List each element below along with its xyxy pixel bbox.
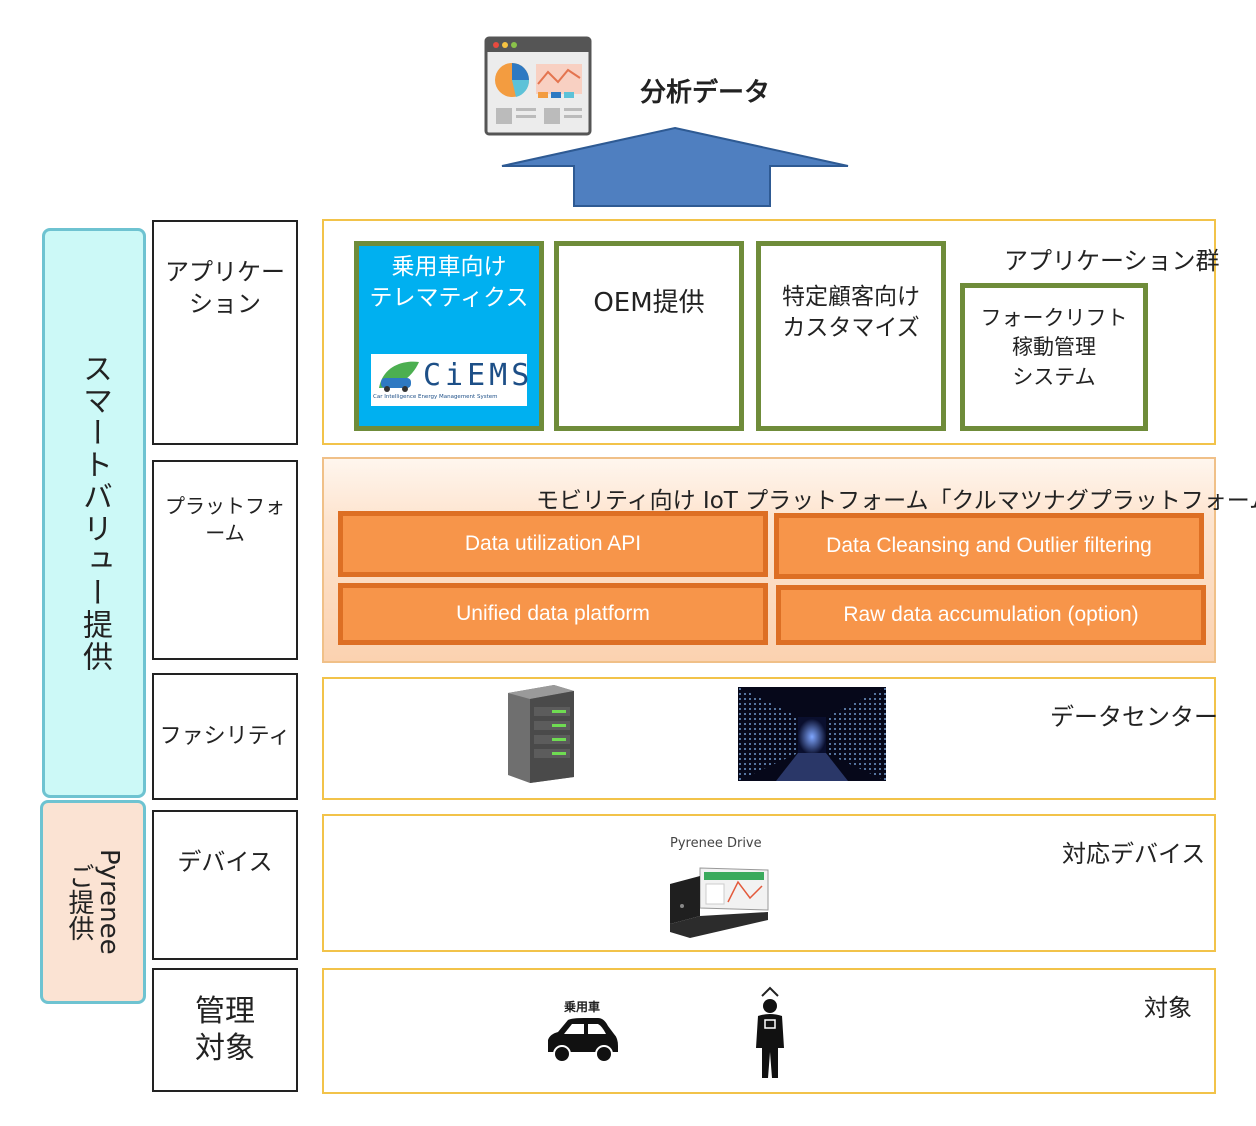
module-unified-label: Unified data platform	[456, 602, 650, 625]
pyrenee-band: Pyrenee ご提供	[40, 800, 146, 1004]
dashboard-monitor-icon	[484, 36, 592, 136]
smart-value-band: スマートバリュー提供	[42, 228, 146, 798]
facility-label-text: ファシリティ	[159, 723, 291, 749]
ciems-logo: CiEMS Car Intelligence Energy Management…	[371, 354, 529, 406]
pyrenee-label: Pyrenee ご提供	[64, 849, 124, 955]
layer-application: アプリケーション群 乗用車向け テレマティクス CiEMS Car Intell…	[322, 219, 1220, 445]
layer-platform: モビリティ向け IoT プラットフォーム「クルマツナグプラットフォーム」 Dat…	[322, 457, 1256, 663]
device-name-label: Pyrenee Drive	[670, 836, 762, 851]
application-label-text: アプリケー ション	[165, 258, 285, 319]
layer-facility: データセンター	[322, 677, 1218, 800]
upward-arrow	[501, 126, 849, 207]
worker-icon	[756, 986, 784, 1078]
platform-title: モビリティ向け IoT プラットフォーム「クルマツナグプラットフォーム」	[536, 488, 1256, 514]
app-oem-label: OEM提供	[593, 288, 705, 318]
datacenter-photo-icon	[738, 687, 886, 781]
module-unified-data-platform: Unified data platform	[338, 583, 768, 645]
server-tower-icon	[508, 685, 574, 783]
module-raw-label: Raw data accumulation (option)	[843, 603, 1139, 626]
module-api-label: Data utilization API	[464, 532, 642, 555]
app-oem: OEM提供	[554, 241, 744, 431]
smart-value-label: スマートバリュー提供	[77, 353, 112, 673]
layer-label-device: デバイス	[152, 810, 298, 960]
ciems-logo-text: CiEMS	[423, 358, 534, 393]
layer-label-facility: ファシリティ	[152, 673, 298, 800]
app-custom: 特定顧客向け カスタマイズ	[756, 241, 946, 431]
module-data-utilization-api: Data utilization API	[338, 511, 768, 577]
layer-label-application: アプリケー ション	[152, 220, 298, 445]
analytics-data-title: 分析データ	[639, 77, 770, 108]
car-icon	[548, 1018, 618, 1063]
app-forklift: フォークリフト 稼動管理 システム	[960, 283, 1148, 431]
device-label-text: デバイス	[177, 848, 273, 876]
layer-device: 対応デバイス Pyrenee Drive	[322, 814, 1216, 952]
pyrenee-drive-device-icon	[670, 867, 769, 938]
platform-label-text: プラットフォーム	[165, 494, 285, 545]
app-custom-label: 特定顧客向け カスタマイズ	[782, 284, 920, 342]
module-raw-data-accumulation: Raw data accumulation (option)	[776, 585, 1206, 645]
target-title: 対象	[1144, 994, 1192, 1022]
app-telematics: 乗用車向け テレマティクス CiEMS Car Intelligence Ene…	[354, 241, 544, 431]
ciems-tagline: Car Intelligence Energy Management Syste…	[373, 394, 498, 400]
module-cleansing-label: Data Cleansing and Outlier filtering	[826, 534, 1152, 557]
module-data-cleansing: Data Cleansing and Outlier filtering	[774, 513, 1204, 579]
app-telematics-label: 乗用車向け テレマティクス	[369, 254, 529, 312]
application-group-title: アプリケーション群	[1004, 247, 1220, 275]
layer-target: 対象 乗用車	[322, 968, 1216, 1094]
target-label-text: 管理 対象	[195, 993, 255, 1067]
leaf-car-icon	[379, 361, 419, 392]
layer-label-target: 管理 対象	[152, 968, 298, 1092]
device-title: 対応デバイス	[1062, 840, 1206, 868]
layer-label-platform: プラットフォーム	[152, 460, 298, 660]
facility-title: データセンター	[1050, 703, 1218, 731]
car-label: 乗用車	[564, 1000, 601, 1014]
app-forklift-label: フォークリフト 稼動管理 システム	[980, 306, 1128, 389]
